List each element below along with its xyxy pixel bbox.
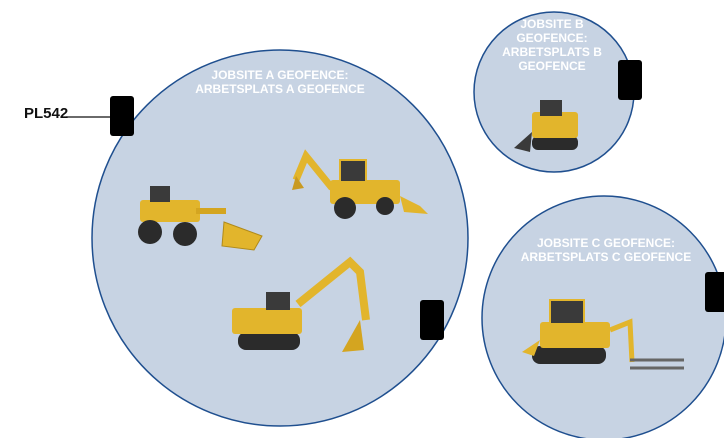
excavator-icon	[232, 256, 370, 352]
compact-track-loader-icon	[514, 100, 578, 152]
tracker-tag-icon[interactable]	[420, 300, 444, 340]
geofence-c-label-line1: JOBSITE C GEOFENCE:	[536, 236, 676, 250]
tracker-tag-icon[interactable]	[110, 96, 134, 136]
geofence-b-label: JOBSITE B GEOFENCE: ARBETSPLATS B GEOFEN…	[482, 17, 622, 73]
backhoe-loader-icon	[292, 149, 428, 219]
geofence-b-label-line1: JOBSITE B	[520, 17, 584, 31]
tag-label: PL542	[24, 105, 69, 122]
tracker-tag-icon[interactable]	[618, 60, 642, 100]
wheel-loader-icon	[138, 186, 263, 251]
geofence-c-label-line2: ARBETSPLATS C GEOFENCE	[520, 250, 692, 264]
geofence-c-label: JOBSITE C GEOFENCE: ARBETSPLATS C GEOFEN…	[506, 236, 706, 264]
tracker-tag-icon[interactable]	[705, 272, 724, 312]
track-loader-icon	[522, 299, 684, 370]
geofence-a-label-line2: ARBETSPLATS A GEOFENCE	[195, 82, 365, 96]
geofence-a-label: JOBSITE A GEOFENCE: ARBETSPLATS A GEOFEN…	[170, 68, 390, 96]
geofence-b-label-line3: ARBETSPLATS B	[502, 45, 602, 59]
geofence-c[interactable]	[481, 195, 724, 438]
geofence-a[interactable]	[91, 49, 469, 427]
geofence-a-label-line1: JOBSITE A GEOFENCE:	[211, 68, 349, 82]
geofence-b-label-line2: GEOFENCE:	[516, 31, 588, 45]
geofence-b-label-line4: GEOFENCE	[518, 59, 586, 73]
